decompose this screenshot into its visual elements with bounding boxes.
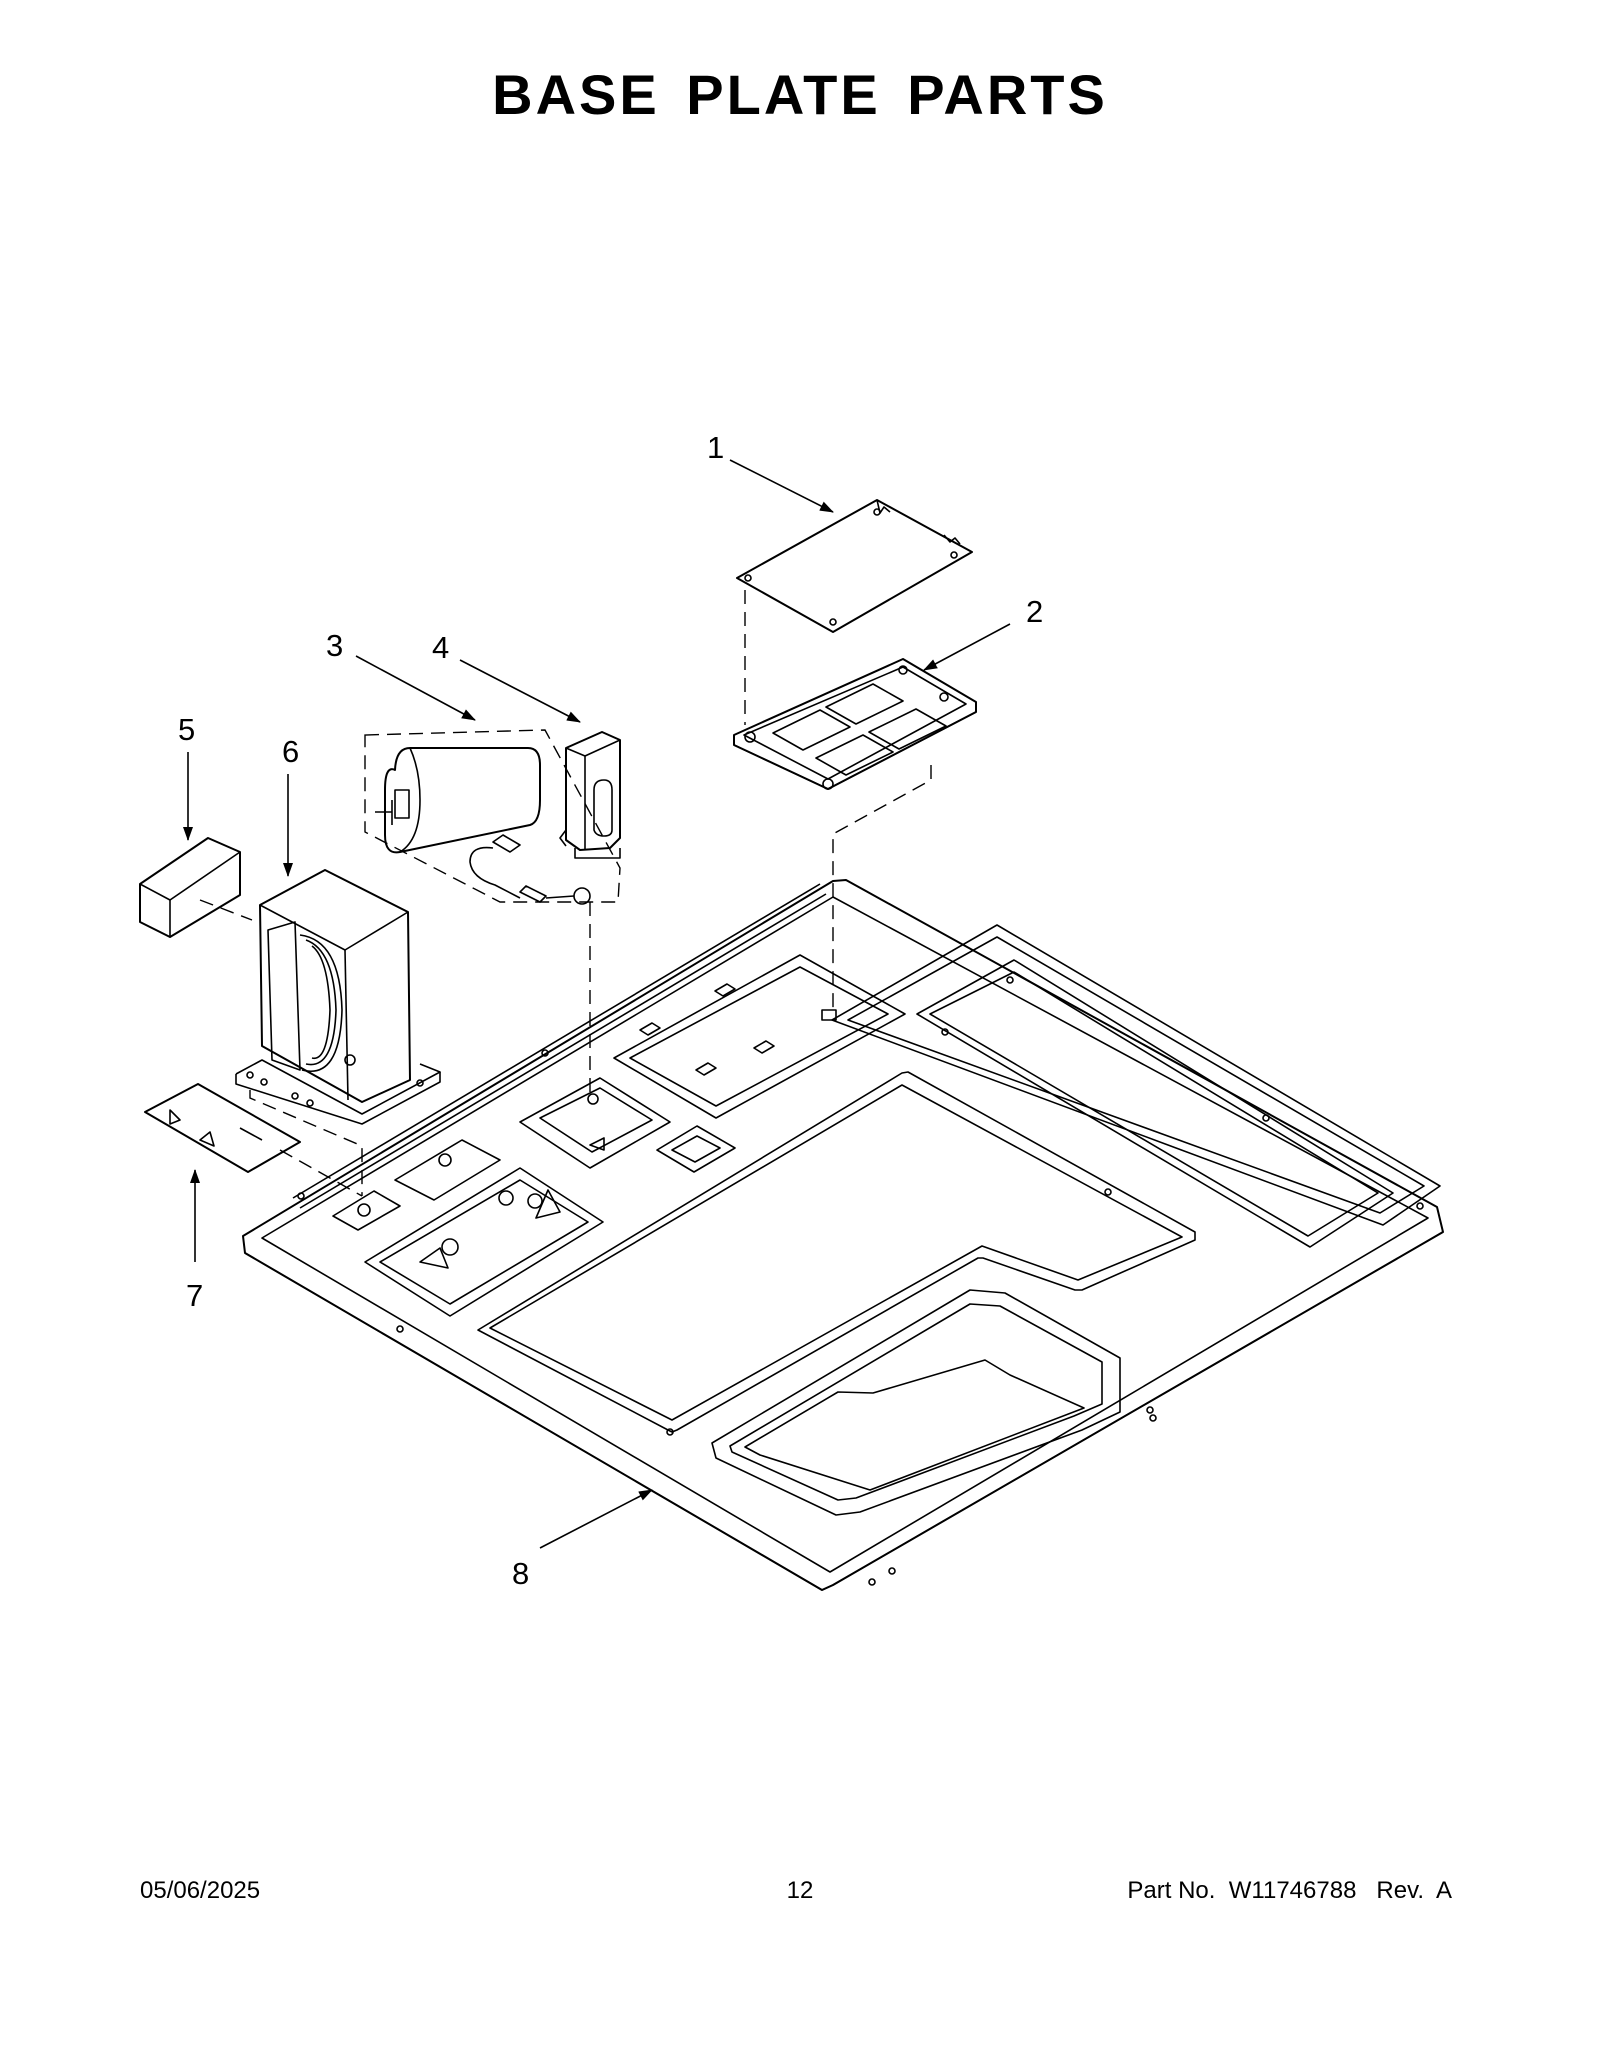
diode-bracket xyxy=(559,731,621,859)
callout-5: 5 xyxy=(178,712,195,747)
footer-page-number: 12 xyxy=(786,1877,814,1904)
callout-6: 6 xyxy=(282,734,299,769)
base-plate xyxy=(242,879,1444,1591)
callout-4: 4 xyxy=(432,630,449,665)
callout-8: 8 xyxy=(512,1556,529,1591)
capacitor xyxy=(375,747,591,905)
cover-plate xyxy=(736,499,973,633)
page-title: BASE PLATE PARTS xyxy=(492,63,1108,126)
assembly-lines xyxy=(199,590,932,1197)
footer-date: 05/06/2025 xyxy=(140,1877,261,1904)
mounting-tray xyxy=(733,658,977,790)
callout-7: 7 xyxy=(186,1278,203,1313)
transformer xyxy=(235,869,441,1125)
callout-arrows xyxy=(183,459,1011,1549)
warning-label xyxy=(144,1083,301,1173)
callout-2: 2 xyxy=(1026,594,1043,629)
callout-3: 3 xyxy=(326,628,343,663)
footer-part-number: Part No. W11746788 Rev. A xyxy=(1127,1877,1452,1904)
rubber-block xyxy=(139,837,241,938)
callout-1: 1 xyxy=(707,430,724,465)
